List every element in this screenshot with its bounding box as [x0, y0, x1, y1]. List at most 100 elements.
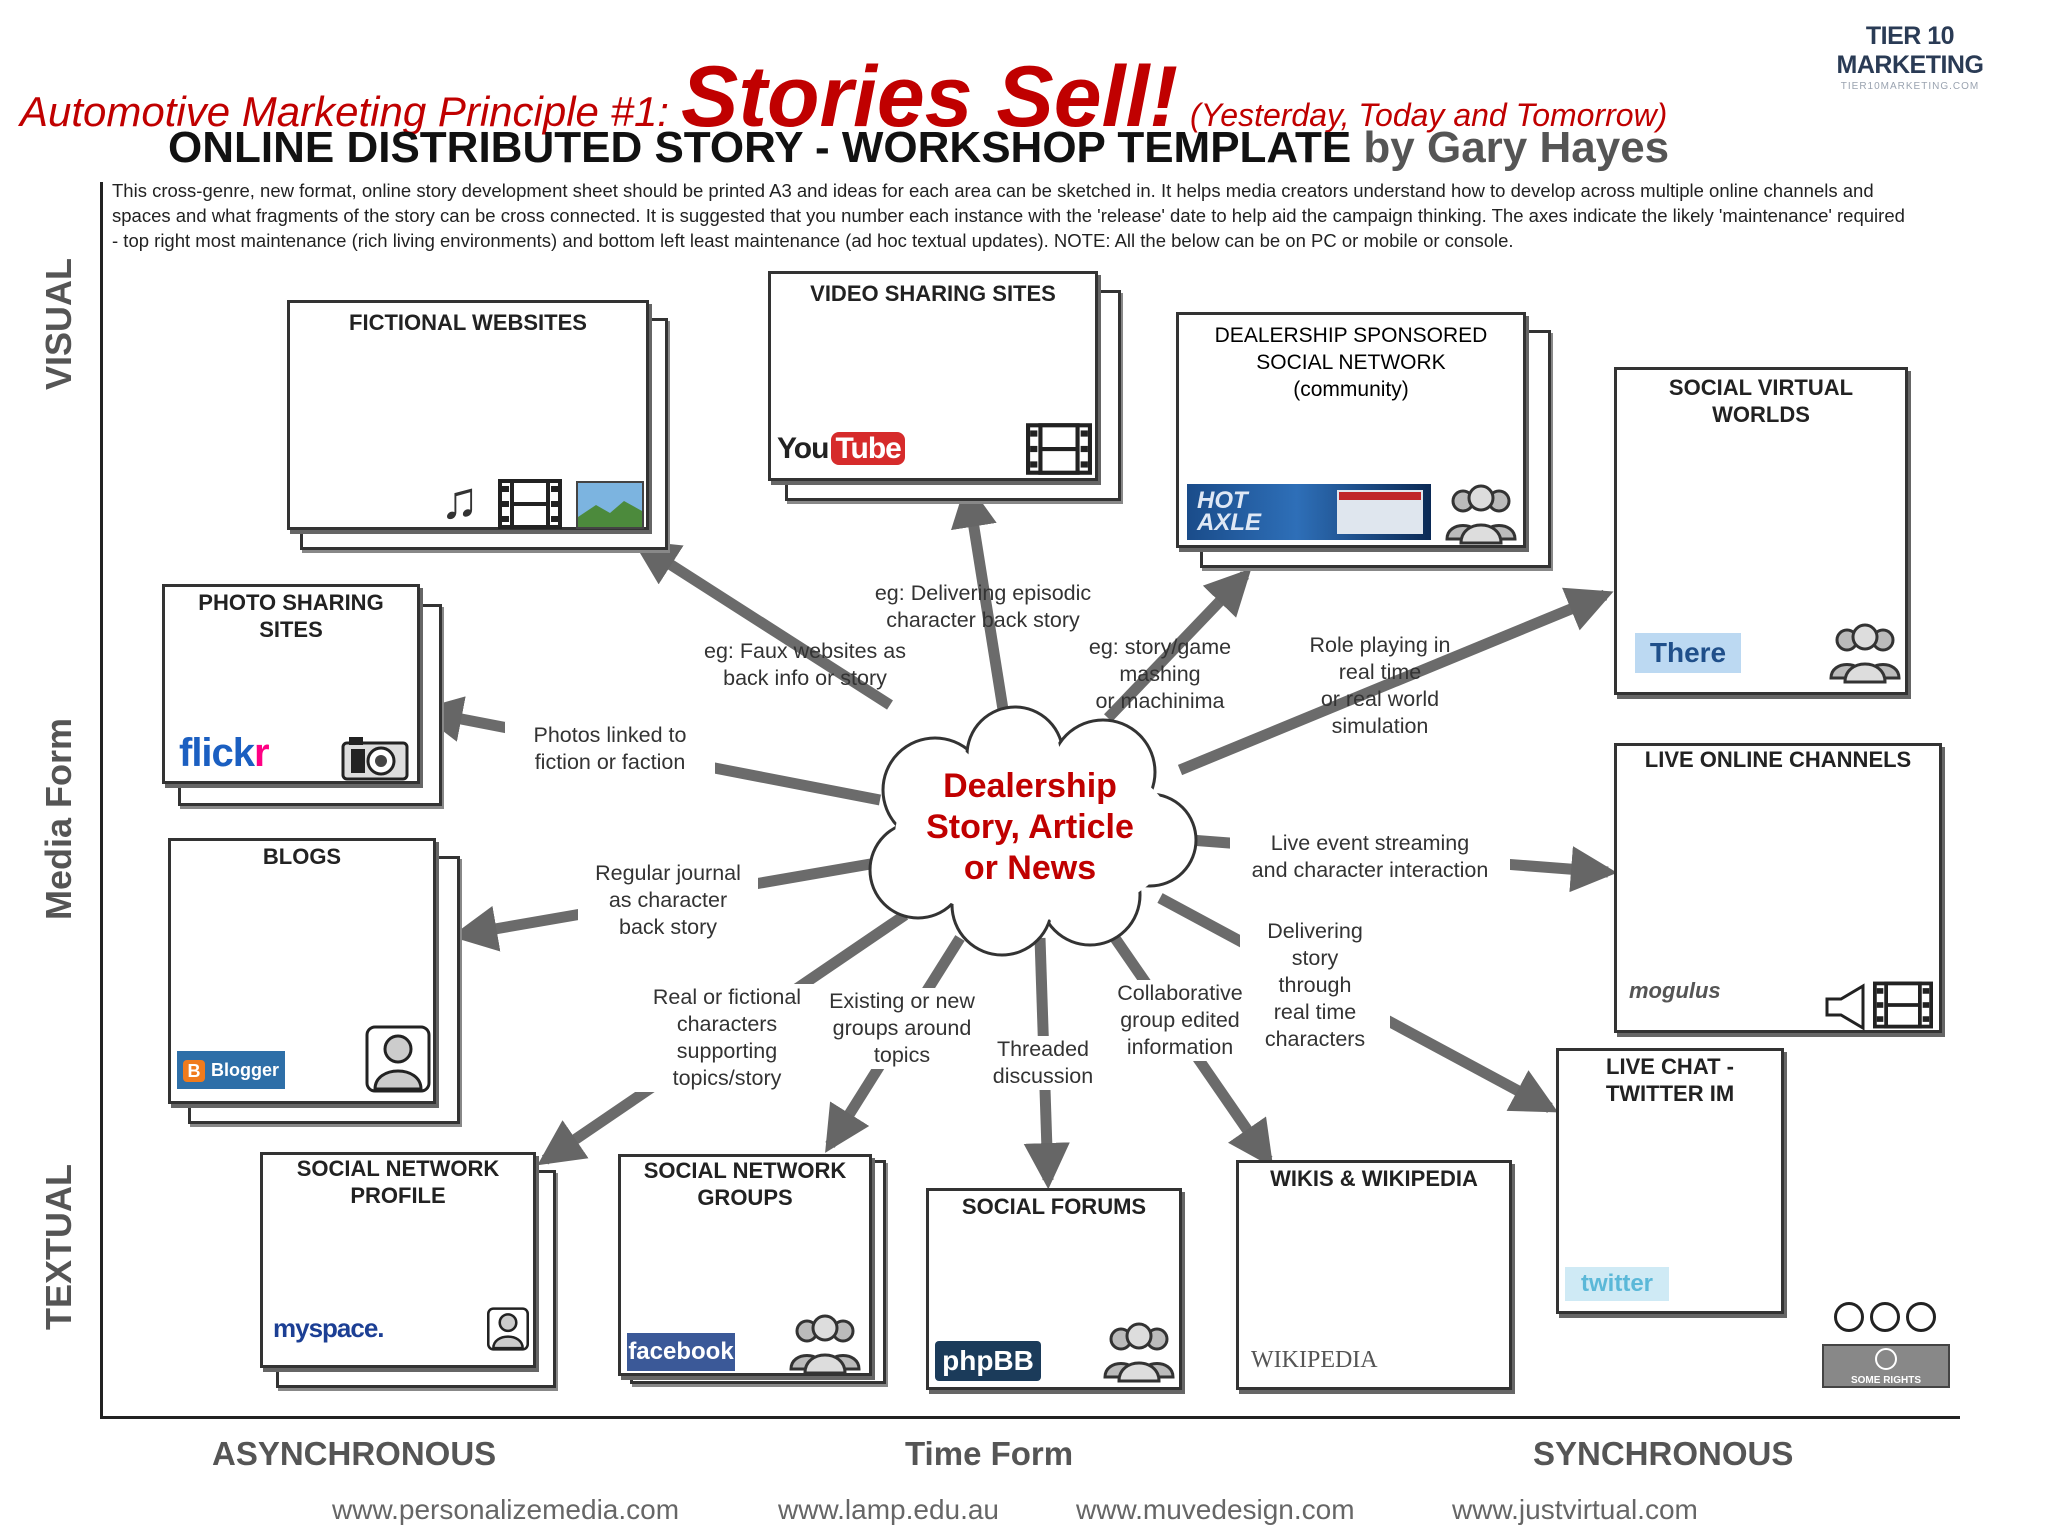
arrow-fictional-websites [632, 540, 893, 710]
footer-url-2[interactable]: www.lamp.edu.au [778, 1494, 1000, 1525]
film-strip-icon [1026, 423, 1092, 475]
x-axis-line [100, 1416, 1960, 1419]
twitter-logo: twitter [1565, 1267, 1669, 1301]
card-title: SOCIAL VIRTUAL WORLDS [1617, 374, 1905, 428]
cc-icons-row [1818, 1302, 1952, 1332]
card-wikis[interactable]: WIKIS & WIKIPEDIA WIKIPEDIA [1236, 1160, 1512, 1390]
card-title-line-1: PHOTO SHARING [198, 590, 384, 615]
label-line: Photos linked to [533, 723, 687, 747]
group-people-icon [1829, 623, 1901, 684]
card-title-line-1: SOCIAL NETWORK [296, 1156, 500, 1181]
x-axis-left-label: ASYNCHRONOUS [212, 1435, 497, 1472]
label-line: or machinima [1095, 689, 1225, 713]
card-live-chat[interactable]: LIVE CHAT - TWITTER IM twitter [1556, 1048, 1784, 1314]
label-delivering-story: Delivering story through real time chara… [1240, 918, 1390, 1053]
center-line-2: Story, Article [926, 808, 1134, 846]
wikipedia-logo: WIKIPEDIA [1251, 1347, 1378, 1373]
title-suffix: (Yesterday, Today and Tomorrow) [1190, 97, 1668, 133]
film-strip-icon [1873, 981, 1933, 1029]
card-title-line-2: SITES [259, 617, 323, 642]
card-social-forums[interactable]: SOCIAL FORUMS phpBB [926, 1188, 1182, 1390]
cc-logo-icon [1875, 1348, 1897, 1370]
speaker-icon [1825, 983, 1865, 1031]
banner-red-strip [1339, 492, 1421, 500]
blogger-logo-text: Blogger [211, 1060, 280, 1080]
label-line: eg: Delivering episodic [874, 581, 1092, 605]
card-title: WIKIS & WIKIPEDIA [1270, 1166, 1478, 1191]
label-line: information [1126, 1035, 1234, 1059]
label-line: characters [676, 1012, 778, 1036]
label-line: back story [619, 915, 717, 939]
card-sn-profile[interactable]: SOCIAL NETWORK PROFILE myspace. [260, 1152, 536, 1368]
creative-commons-badge: SOME RIGHTS RESERVED [1818, 1302, 1952, 1398]
label-live-event: Live event streaming and character inter… [1230, 830, 1510, 884]
label-line: fiction or faction [534, 750, 686, 774]
label-line: Regular journal [595, 861, 741, 885]
image-icon [576, 481, 644, 529]
brand-name: TIER 10 MARKETING [1836, 22, 1984, 79]
flickr-logo-part-2: r [254, 731, 270, 775]
label-line: topics [873, 1043, 931, 1067]
film-strip-icon [498, 479, 562, 529]
card-title: FICTIONAL WEBSITES [349, 310, 587, 335]
label-line: as character [608, 888, 728, 912]
flickr-logo-part-1: flick [179, 731, 255, 775]
card-dealership-social[interactable]: DEALERSHIP SPONSORED SOCIAL NETWORK (com… [1176, 312, 1526, 548]
label-line: Role playing in [1309, 633, 1451, 657]
footer-url-3[interactable]: www.muvedesign.com [1076, 1494, 1355, 1525]
music-note-icon: ♫ [440, 472, 479, 530]
card-title-line-1: DEALERSHIP SPONSORED [1214, 324, 1488, 347]
nc-icon [1870, 1302, 1900, 1332]
card-live-online[interactable]: LIVE ONLINE CHANNELS mogulus [1614, 743, 1942, 1033]
facebook-logo: facebook [627, 1333, 735, 1371]
youtube-logo-tube: Tube [831, 432, 905, 465]
center-line-1: Dealership [943, 767, 1117, 805]
label-line: Real or fictional [652, 985, 802, 1009]
card-title: PHOTO SHARING SITES [165, 589, 417, 643]
person-avatar-icon [365, 1025, 431, 1093]
arrow-video-sharing [951, 480, 1011, 723]
template-title-author: by Gary Hayes [1363, 123, 1670, 172]
footer-url-4[interactable]: www.justvirtual.com [1452, 1494, 1698, 1525]
card-photo-sharing[interactable]: PHOTO SHARING SITES flickr [162, 584, 420, 784]
card-title-line-2: PROFILE [350, 1183, 446, 1208]
label-line: supporting [676, 1039, 778, 1063]
card-title: VIDEO SHARING SITES [810, 281, 1056, 306]
arrow-social-virtual [1177, 587, 1614, 776]
phpbb-logo: phpBB [935, 1341, 1041, 1381]
card-sn-groups[interactable]: SOCIAL NETWORK GROUPS facebook [618, 1154, 872, 1376]
label-regular-journal: Regular journal as character back story [578, 860, 758, 941]
label-episodic: eg: Delivering episodic character back s… [858, 580, 1108, 634]
label-faux-websites: eg: Faux websites as back info or story [690, 638, 920, 692]
card-social-virtual[interactable]: SOCIAL VIRTUAL WORLDS There [1614, 367, 1908, 695]
center-story-label: Dealership Story, Article or News [890, 766, 1170, 889]
card-title: LIVE CHAT - TWITTER IM [1559, 1053, 1781, 1107]
myspace-logo: myspace. [273, 1313, 385, 1343]
label-line: real time [1273, 1000, 1357, 1024]
intro-paragraph: This cross-genre, new format, online sto… [112, 180, 1905, 251]
label-line: topics/story [672, 1066, 782, 1090]
card-title: SOCIAL FORUMS [961, 1194, 1147, 1219]
label-line: Threaded [996, 1037, 1090, 1061]
camera-icon [341, 737, 409, 781]
label-mashing: eg: story/game mashing or machinima [1070, 634, 1250, 715]
mogulus-logo-text: mogulus [1629, 978, 1721, 1003]
footer-url-1[interactable]: www.personalizemedia.com [332, 1494, 680, 1525]
hot-axle-logo: HOT AXLE [1197, 487, 1262, 536]
group-people-icon [789, 1314, 861, 1375]
flickr-logo: flickr [179, 731, 270, 776]
group-people-icon [1445, 484, 1517, 545]
brand-url: TIER10MARKETING.COM [1840, 81, 1980, 92]
label-line: Existing or new [829, 989, 975, 1013]
template-title: ONLINE DISTRIBUTED STORY - WORKSHOP TEMP… [168, 123, 1768, 173]
card-fictional-websites[interactable]: FICTIONAL WEBSITES ♫ [287, 300, 649, 530]
label-threaded-discussion: Threaded discussion [970, 1036, 1116, 1090]
label-line: eg: Faux websites as [704, 639, 906, 663]
label-line: story [1291, 946, 1339, 970]
label-line: real time [1338, 660, 1422, 684]
card-title-line-2: TWITTER IM [1605, 1081, 1735, 1106]
label-photos-linked: Photos linked to fiction or faction [505, 722, 715, 776]
